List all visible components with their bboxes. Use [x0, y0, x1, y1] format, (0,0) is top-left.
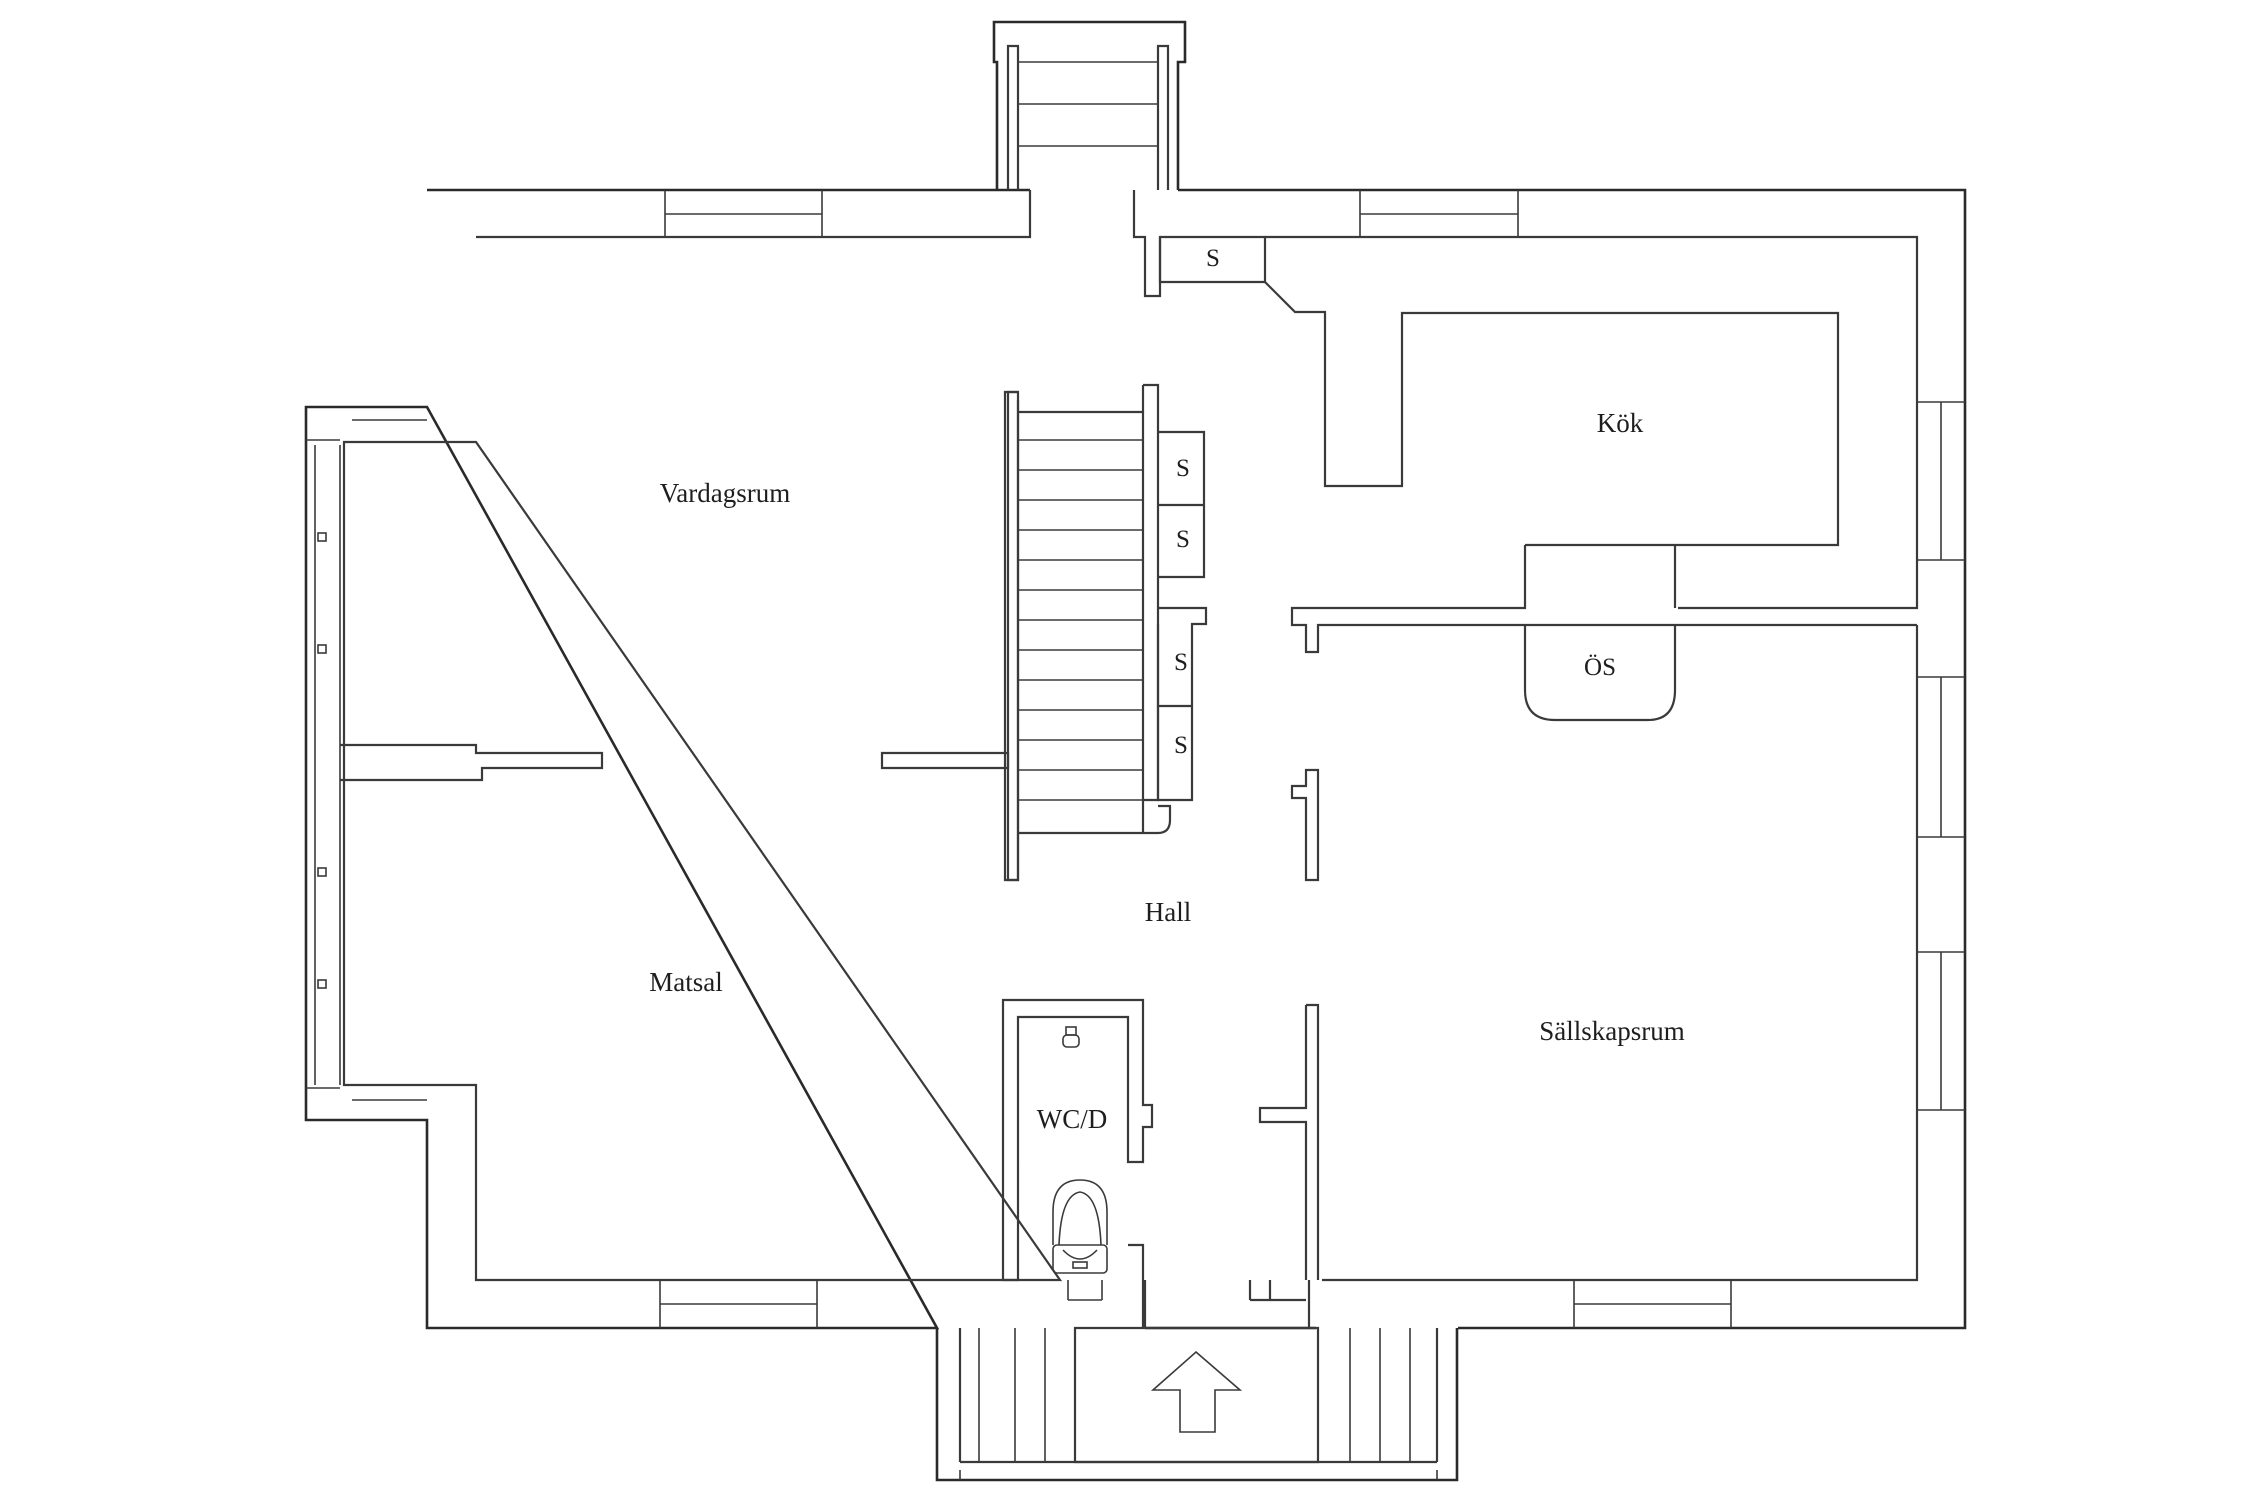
label-vardagsrum: Vardagsrum	[660, 478, 790, 508]
label-closet-stair-2: S	[1176, 526, 1190, 553]
wc-room	[1001, 998, 1154, 1328]
room-labels: Vardagsrum Kök Matsal Hall Sällskapsrum …	[649, 408, 1685, 1134]
label-closet-stair-3: S	[1174, 649, 1188, 676]
staircase	[1003, 383, 1172, 882]
label-matsal: Matsal	[649, 967, 723, 997]
exterior-walls	[304, 188, 1967, 1330]
label-sallskapsrum: Sällskapsrum	[1539, 1016, 1685, 1046]
closet-labels: S S S S S	[1174, 245, 1220, 759]
dividing-walls	[340, 390, 1020, 882]
up-arrow-icon	[1150, 1350, 1243, 1433]
label-wc: WC/D	[1037, 1104, 1108, 1134]
windows	[306, 190, 1965, 1328]
label-kok: Kök	[1597, 408, 1644, 438]
stair-closets	[1156, 430, 1208, 802]
label-closet-stair-1: S	[1176, 455, 1190, 482]
toilet-icon	[1052, 1179, 1108, 1274]
bottom-entrance	[935, 1326, 1459, 1482]
label-closet-stair-4: S	[1174, 732, 1188, 759]
top-entry-steps	[992, 20, 1187, 190]
label-closet-top: S	[1206, 245, 1220, 272]
label-hall: Hall	[1145, 897, 1192, 927]
sink-icon	[1062, 1026, 1080, 1048]
hall-walls	[1248, 768, 1320, 1302]
label-os: ÖS	[1584, 654, 1616, 681]
kitchen-walls	[1158, 235, 1917, 722]
